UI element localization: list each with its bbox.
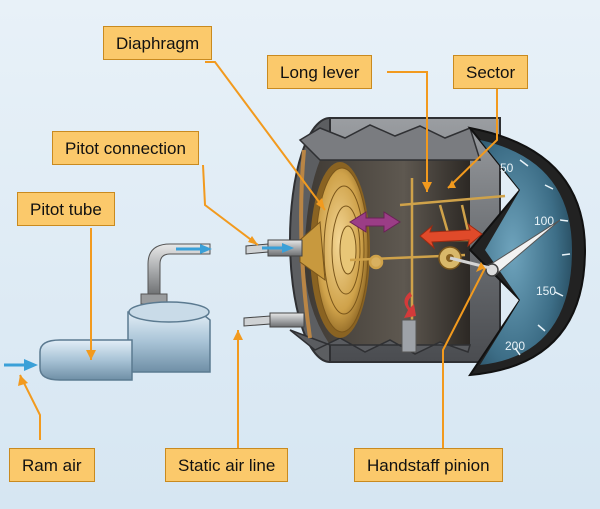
diaphragm (299, 162, 370, 338)
label-sector: Sector (453, 55, 529, 89)
dial-mark-200: 200 (505, 339, 525, 353)
sector-motion-arrow (419, 222, 483, 250)
label-static-air-line: Static air line (165, 448, 289, 482)
leader-arrowheads (18, 180, 485, 386)
label-diaphragm: Diaphragm (103, 26, 213, 60)
dial-mark-150: 150 (536, 284, 556, 298)
pitot-connection-fitting (245, 239, 303, 257)
dial-mark-50: 50 (500, 161, 514, 175)
label-ram-air: Ram air (9, 448, 95, 482)
dial-face: 50 100 150 200 (467, 126, 587, 377)
pitot-tube-assembly (4, 243, 212, 381)
static-air-line-fitting (243, 312, 305, 328)
leader-lines (19, 61, 498, 448)
label-long-lever: Long lever (267, 55, 373, 89)
diaphragm-motion-arrow (349, 211, 401, 233)
lever-rotation-arrow (401, 292, 417, 353)
dial-mark-100: 100 (534, 214, 554, 228)
label-pitot-connection: Pitot connection (52, 131, 199, 165)
label-handstaff-pinion: Handstaff pinion (354, 448, 503, 482)
label-pitot-tube: Pitot tube (17, 192, 115, 226)
